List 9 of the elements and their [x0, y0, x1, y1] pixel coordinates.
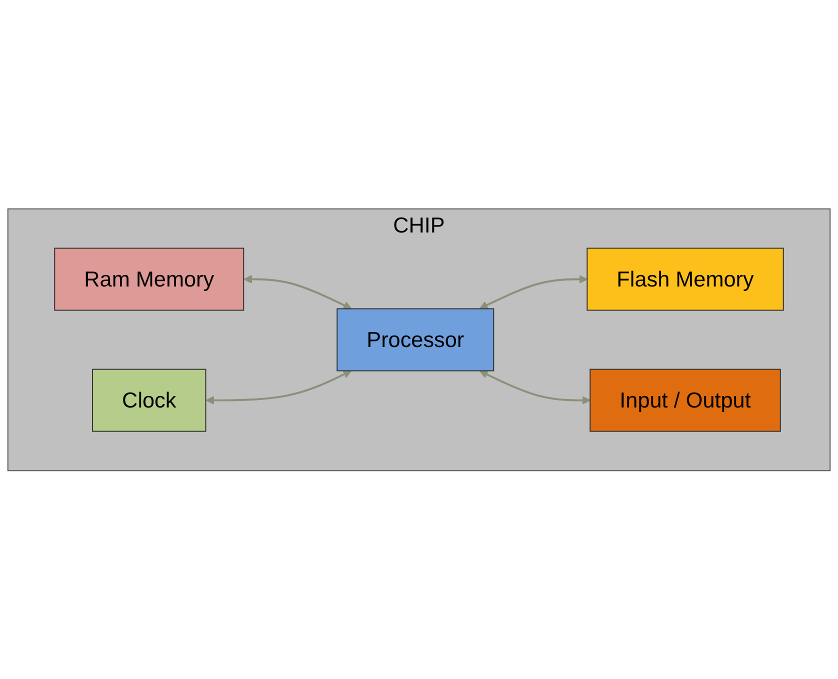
arrow — [206, 370, 352, 404]
arrow — [479, 274, 588, 309]
arrow — [244, 274, 352, 309]
node-box: Processor — [336, 308, 494, 371]
node-box: Ram Memory — [54, 247, 244, 310]
node-box: Flash Memory — [586, 247, 784, 310]
arrow — [479, 370, 591, 404]
node-box: Clock — [92, 368, 206, 432]
node-box: Input / Output — [590, 368, 781, 432]
